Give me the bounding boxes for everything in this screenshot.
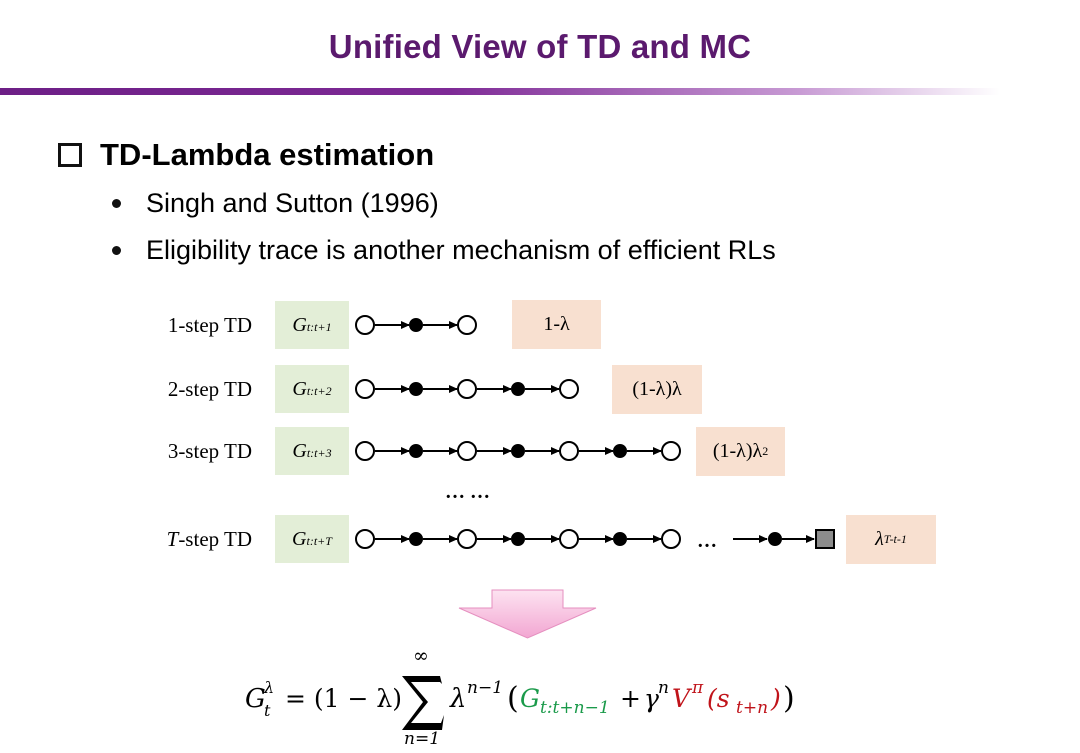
weight-box-2: (1-λ)λ [612,365,702,414]
chain-ellipsis: … [697,530,717,552]
formula-gamma-exp: n [658,678,669,698]
return-symbol: G [292,527,307,550]
state-node [661,529,681,549]
state-node [661,441,681,461]
bullet-text: Eligibility trace is another mechanism o… [146,235,776,265]
row-label-T: T [166,527,179,551]
row-label-2-step: 2-step TD [167,377,252,401]
weight-text: λ [875,528,884,550]
hollow-square-bullet-icon [58,143,82,167]
bullet-item: Eligibility trace is another mechanism o… [112,235,776,266]
state-node [457,379,477,399]
state-node [457,315,477,335]
formula-G-green-sub: t:t+n−1 [540,698,610,718]
rows-ellipsis: … … [445,481,490,503]
formula-close-red: ) [770,684,781,713]
weight-text: (1-λ)λ [712,440,763,462]
terminal-state-node [815,529,835,549]
weight-text: 1-λ [543,313,570,335]
state-node [559,529,579,549]
state-node [559,441,579,461]
slide-title: Unified View of TD and MC [328,28,752,65]
row-label-T-step: T-step TD [102,527,252,552]
action-node [409,382,423,396]
return-subscript: t:t+2 [306,383,332,398]
action-node [768,532,782,546]
bullet-dot-icon [112,199,121,208]
return-symbol: G [292,377,307,400]
formula-pi: π [691,678,704,698]
weight-text: (1-λ)λ [632,378,682,400]
formula-paren-open: ( [507,681,519,716]
return-subscript: t:t+T [306,533,332,548]
formula-lambda-sup: λ [263,678,274,697]
bullet-text: Singh and Sutton (1996) [146,188,439,218]
formula-G-green: G [520,684,540,713]
action-node [511,382,525,396]
weight-exponent: 2 [762,444,769,458]
state-node [355,529,375,549]
state-node [457,529,477,549]
formula-plus: + [620,684,641,713]
row-label-T-suffix: -step TD [178,527,252,551]
down-arrow-icon [458,589,597,639]
formula-paren-close: ) [783,681,795,716]
td-lambda-formula: G λ t = (1 − λ) ∞ n=1 λ n−1 ( G t:t+n−1 … [245,640,865,749]
action-node [409,532,423,546]
section-heading-text: TD-Lambda estimation [100,137,435,172]
action-node [511,532,525,546]
state-node [355,315,375,335]
row-label-1-step: 1-step TD [167,313,252,337]
state-node [457,441,477,461]
state-node [355,379,375,399]
action-node [511,444,525,458]
action-node [613,444,627,458]
formula-s: (s [707,684,730,713]
formula-sum-top: ∞ [413,645,429,667]
formula-V: V [672,684,693,713]
return-subscript: t:t+3 [306,445,332,460]
state-node [559,379,579,399]
weight-box-1: 1-λ [512,300,601,349]
formula-lambda-exp: n−1 [467,678,503,698]
return-symbol: G [292,313,307,336]
return-symbol: G [292,439,307,462]
action-node [409,318,423,332]
state-node [355,441,375,461]
return-subscript: t:t+1 [306,319,332,334]
section-heading: TD-Lambda estimation [58,137,434,173]
summation-icon [402,676,444,730]
formula-s-sub: t+n [736,698,768,718]
action-node [409,444,423,458]
formula-G: G [245,684,266,714]
weight-exponent: T-t-1 [883,532,907,546]
bullet-item: Singh and Sutton (1996) [112,188,439,219]
formula-sum-bottom: n=1 [404,729,440,748]
formula-t-sub: t [264,701,271,720]
bullet-dot-icon [112,246,121,255]
formula-gamma: γ [644,684,659,713]
title-underline [0,88,1000,95]
formula-lambda: λ [449,684,466,714]
row-label-3-step: 3-step TD [167,439,252,463]
formula-factor: = (1 − λ) [285,684,402,713]
action-node [613,532,627,546]
